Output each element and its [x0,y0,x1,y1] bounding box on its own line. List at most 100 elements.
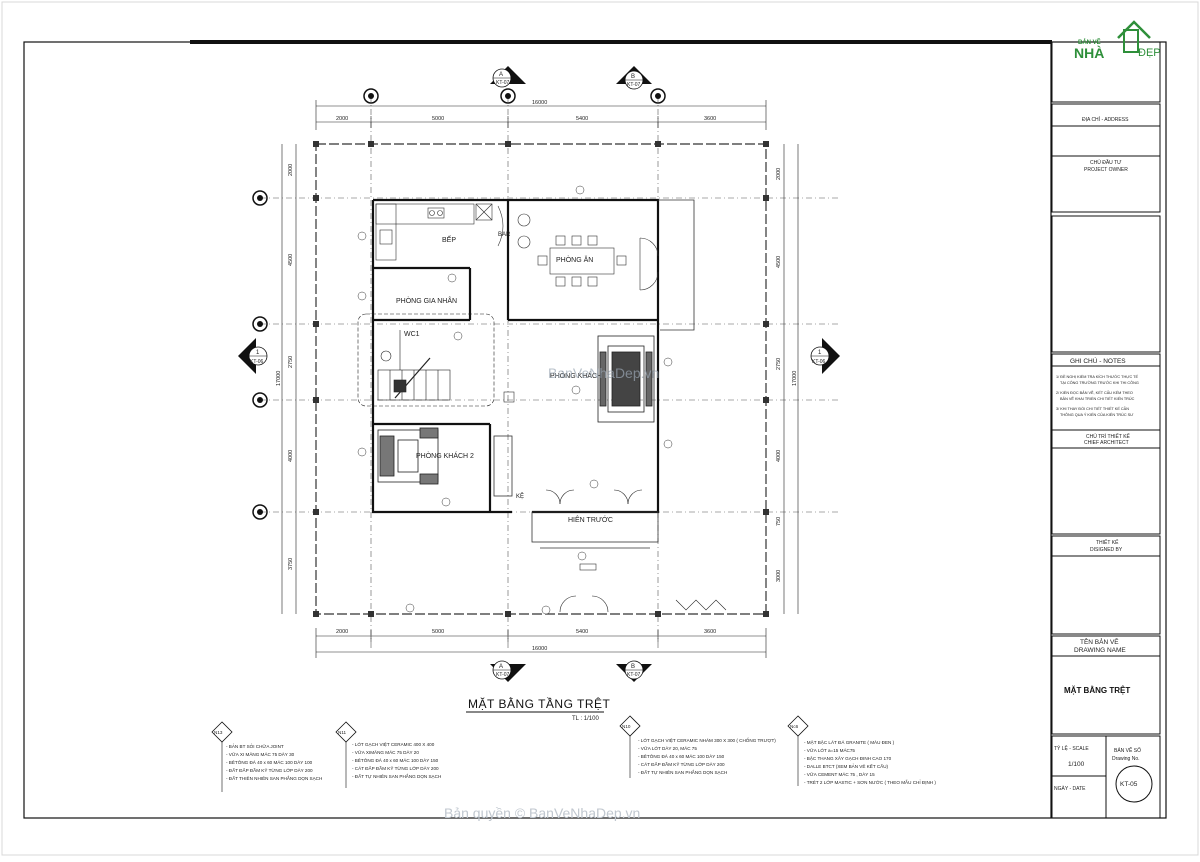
section-left-num: 1 [256,350,260,356]
dim-right-total: 17000 [792,371,798,386]
legend-n13-line: - BÊTÔNG ĐÁ 40 x 60 MÁC 100 DÀY 100 [226,758,313,765]
legend-nc6-line: - TRÉT 2 LỚP MASTIC + SƠN NƯỚC ( THEO MẪ… [804,779,936,785]
tb-address: ĐỊA CHỈ - ADDRESS [1082,116,1129,123]
dim-right-4: 4000 [776,450,782,462]
tb-owner-1: CHỦ ĐẦU TƯ [1090,159,1122,166]
side-door [639,237,659,291]
living-sofa [597,335,655,423]
logo-line2: NHÀ [1074,45,1104,61]
legend-n11 [335,721,357,788]
section-marker-a-top [490,66,526,88]
section-a-bottom-ref: KT-07 [496,672,510,678]
tb-scale-value: 1/100 [1068,761,1085,768]
tb-note-3a: 3/ KHI THAY ĐỔI CHI TIẾT THIẾT KẾ CẦN [1056,406,1129,411]
tb-drawno-value: KT-05 [1120,781,1138,788]
legend-nc6-line: - DALLE BTCT (XEM BẢN VẼ KẾT CẤU) [804,763,889,769]
tb-note-3b: THÔNG QUA Ý KIẾN CỦA KIẾN TRÚC SƯ [1060,412,1134,417]
dim-bottom-2: 5000 [432,629,444,635]
section-marker-a-bottom [490,660,526,682]
dim-left-4: 4000 [288,450,294,462]
section-marker-right [810,338,840,374]
dim-top-2: 5000 [432,116,444,122]
section-right-num: 1 [818,350,822,356]
dim-right-3: 2750 [776,358,782,370]
columns [313,141,769,617]
tb-note-1b: TẠI CÔNG TRƯỜNG TRƯỚC KHI THI CÔNG [1060,380,1139,385]
legend-n13-line: - VỮA XI MĂNG MÁC 75 DÀY 30 [226,751,295,757]
tag-circles [357,185,673,615]
section-b-top-ref: KT-07 [627,82,641,88]
dim-right-6: 750 [776,517,782,526]
title-block-frame [1051,41,1161,819]
tb-date-label: NGÀY - DATE [1054,785,1086,792]
section-marker-b-bottom [616,660,652,682]
section-a-top-label: A [499,72,503,78]
room-bar: BAR [498,232,511,238]
dimension-right [783,144,799,614]
logo-line1: BẢN VẼ [1078,39,1101,46]
dim-left-total: 17000 [276,371,282,386]
dim-left-5: 3750 [288,558,294,570]
dim-bottom-1: 2000 [336,629,348,635]
dim-bottom-3: 5400 [576,629,588,635]
tb-design-2: DISIGNED BY [1090,547,1123,553]
room-bep: BẾP [442,234,456,244]
tb-note-2a: 2/ KIỂN ĐỌC BẢN VẼ, KẾT CẤU KẾM THEO [1056,390,1133,395]
legend-n13-line: - ĐẤT THIÊN NHIÊN SAN PHẲNG DỌN SẠCH [226,774,322,781]
tb-scale-label: TỶ LỆ - SCALE [1054,744,1089,752]
watermark-center: BanVeNhaDep.vn [548,365,659,381]
dim-left-1: 2000 [288,164,294,176]
legend-n11-line: - VỮA XIMĂNG MÁC 75 DÀY 20 [352,749,419,755]
section-b-top-label: B [631,74,635,80]
legend-n13-line: - BẢN BT SỎI CHỮA JOINT [226,743,284,749]
dim-left-2: 4500 [288,254,294,266]
legend-n10-line: - LÓT GẠCH VIỆT CERAMIC NHÁM 300 X 300 (… [638,736,776,743]
drawing-main-title: MẶT BẰNG TẦNG TRỆT [468,696,611,711]
room-phong-gia-nhan: PHÒNG GIA NHÂN [396,296,457,305]
legend-nc6 [787,715,809,786]
tb-drawno-1: BẢN VẼ SỐ [1114,747,1141,754]
section-marker-left [238,338,268,374]
dim-top-1: 2000 [336,116,348,122]
room-phong-khach-2: PHÒNG KHÁCH 2 [416,451,474,460]
legend-n10 [619,715,641,778]
legend-nc6-line: - BẬC THANG XÂY GẠCH ĐINH CAO 170 [804,755,892,761]
tb-chief-1: CHỦ TRÌ THIẾT KẾ [1086,433,1131,440]
stair-area [357,313,495,407]
legend-n10-line: - VỮA LÓT DÀY 20, MÁC 75 [638,745,697,751]
dim-left-3: 2750 [288,356,294,368]
tb-design-1: THIẾT KẾ [1096,539,1119,546]
dim-top-total: 16000 [532,100,547,106]
dim-right-5: 3000 [776,570,782,582]
step-marker [579,563,597,571]
tb-note-2b: BẢN VẼ KHAI TRIỂN CHI TIẾT KIẾN TRÚC [1060,396,1135,401]
section-a-top-ref: KT-07 [496,80,510,86]
tb-notes-title: GHI CHÚ - NOTES [1070,356,1126,365]
section-b-bottom-label: B [631,664,635,670]
legend-n10-tag: N10 [622,724,631,729]
dimension-top [315,100,767,130]
tb-note-1a: 1/ ĐỀ NGHỊ KIỂM TRA KÍCH THƯỚC THỰC TẾ [1056,374,1139,379]
legend-n11-tag: N11 [338,730,347,735]
dimension-left [281,144,297,614]
room-ke: KỆ [516,492,524,500]
room-hien-truoc: HIÊN TRƯỚC [568,515,613,524]
legend-nc6-tag: Nc6 [790,724,799,729]
dim-right-1: 2000 [776,168,782,180]
legend-n10-line: - BÊTÔNG ĐÁ 40 x 60 MÁC 100 DÀY 150 [638,752,725,759]
secondary-walls [493,199,695,549]
legend-n10-line: - ĐẤT TỰ NHIÊN SAN PHẲNG DỌN SẠCH [638,768,727,775]
legend-nc6-line: - VỮA CEMENT MÁC 75 , DÀY 15 [804,771,875,777]
tb-chief-2: CHIEF ARCHITECT [1084,440,1129,446]
section-marker-b-top [616,66,652,90]
grid-bubbles-top [363,88,666,104]
legend-nc6-line: - MẶT BẬC LÁT ĐÁ GRANITE ( MÀU ĐEN ) [804,739,895,745]
dim-bottom-total: 16000 [532,646,547,652]
section-right-ref: KT-06 [812,359,826,365]
porch-doors [545,489,727,613]
guest-sofa [377,427,439,485]
tb-drawno-2: Drawing No. [1112,756,1140,762]
watermark-bottom: Bản quyền © BanVeNhaDep.vn [444,805,640,821]
